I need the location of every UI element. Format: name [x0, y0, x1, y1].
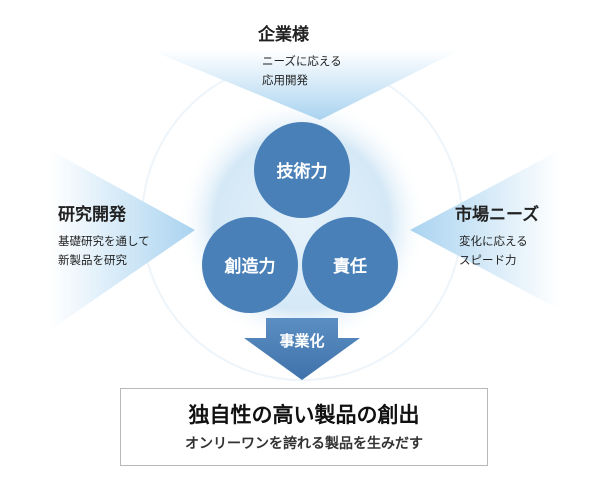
right-title: 市場ニーズ	[455, 205, 540, 225]
arrow-label: 事業化	[279, 332, 324, 350]
circle-right-label: 責任	[333, 256, 367, 277]
circle-left	[202, 217, 298, 313]
result-box: 独自性の高い製品の創出 オンリーワンを誇れる製品を生みだす	[120, 388, 488, 466]
left-funnel-arrow	[50, 150, 195, 330]
down-arrow	[244, 318, 360, 380]
result-subtitle: オンリーワンを誇れる製品を生みだす	[185, 436, 423, 452]
top-line-2: 応用開発	[262, 73, 308, 87]
right-funnel-arrow	[410, 150, 560, 310]
left-title: 研究開発	[58, 205, 126, 225]
left-line-2: 新製品を研究	[58, 253, 127, 267]
top-funnel-arrow	[150, 50, 460, 120]
circle-top-label: 技術力	[277, 161, 328, 182]
circle-top	[254, 122, 350, 218]
top-title: 企業様	[258, 25, 309, 45]
top-line-1: ニーズに応える	[262, 54, 342, 68]
right-line-2: スピード力	[459, 253, 517, 267]
left-line-1: 基礎研究を通して	[58, 234, 150, 248]
circle-left-label: 創造力	[224, 256, 276, 277]
circle-right	[302, 217, 398, 313]
right-line-1: 変化に応える	[459, 234, 528, 248]
result-title: 独自性の高い製品の創出	[188, 403, 420, 427]
